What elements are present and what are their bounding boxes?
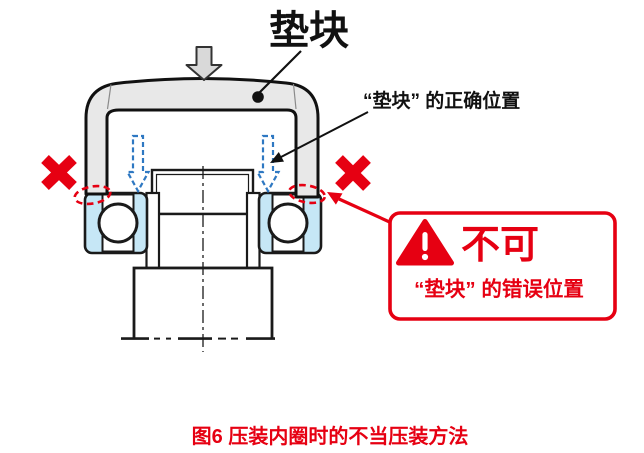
press-tool-right-seam	[292, 83, 297, 110]
wrong-mark-right-icon	[335, 155, 371, 191]
press-tool-spacer	[84, 77, 320, 199]
correct-position-label: “垫块” 的正确位置	[363, 89, 520, 112]
correct-position-callout: “垫块” 的正确位置	[270, 89, 520, 163]
correct-position-arrow-left-icon	[125, 134, 151, 194]
warning-leader-arrowhead	[327, 192, 343, 205]
press-tool-body	[84, 77, 320, 199]
wrong-mark-left-icon	[41, 155, 77, 190]
left-bearing-inner-ring	[145, 191, 161, 270]
warning-subtitle-label: “垫块” 的错误位置	[414, 277, 584, 301]
left-bearing	[83, 191, 149, 255]
correct-position-leader-line	[280, 111, 369, 158]
right-bearing-inner-ring	[245, 191, 261, 270]
wrong-contact-ellipse-left	[73, 184, 112, 206]
wrong-contact-ellipse-right	[287, 183, 327, 205]
warning-exclamation-bar	[422, 232, 428, 251]
correct-position-arrow-right-icon	[255, 134, 281, 194]
warning-leader-line	[338, 197, 395, 226]
figure-caption: 图6 压装内圈时的不当压装方法	[192, 424, 469, 448]
warning-exclamation-dot	[421, 253, 429, 261]
warning-box: 不可 “垫块” 的错误位置	[327, 192, 617, 321]
right-bearing-ball	[267, 202, 309, 244]
left-bearing-ball	[97, 202, 139, 244]
press-force-arrow-icon	[185, 46, 223, 81]
spacer-leader-line	[258, 50, 302, 94]
warning-title-label: 不可	[461, 224, 539, 267]
correct-position-arrowhead	[270, 152, 284, 163]
warning-box-frame	[388, 211, 617, 321]
shaft-assembly	[121, 166, 275, 352]
spacer-callout: 垫块	[252, 9, 349, 103]
spacer-leader-dot	[252, 91, 264, 103]
press-tool-left-seam	[106, 84, 112, 110]
spacer-title-label: 垫块	[269, 9, 349, 53]
right-bearing	[257, 191, 323, 255]
